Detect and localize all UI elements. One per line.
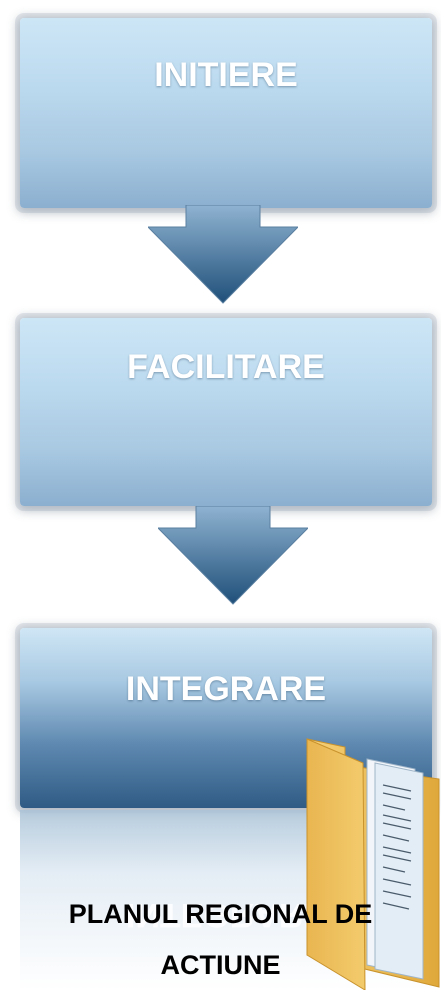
step-label-facilitare: FACILITARE bbox=[127, 348, 325, 386]
folder-icon bbox=[306, 738, 440, 990]
step-box-facilitare: FACILITARE bbox=[20, 318, 432, 506]
step-box-integrare: INTEGRARE bbox=[20, 628, 432, 808]
step-label-integrare: INTEGRARE bbox=[125, 670, 327, 708]
step-box-initiere: INITIERE bbox=[20, 18, 432, 208]
down-arrow-icon bbox=[148, 205, 298, 304]
caption-line-1: PLANUL REGIONAL DE bbox=[68, 899, 373, 929]
caption-line-2: ACTIUNE bbox=[160, 950, 281, 980]
down-arrow-icon bbox=[158, 506, 308, 605]
step-label-initiere: INITIERE bbox=[154, 56, 298, 94]
